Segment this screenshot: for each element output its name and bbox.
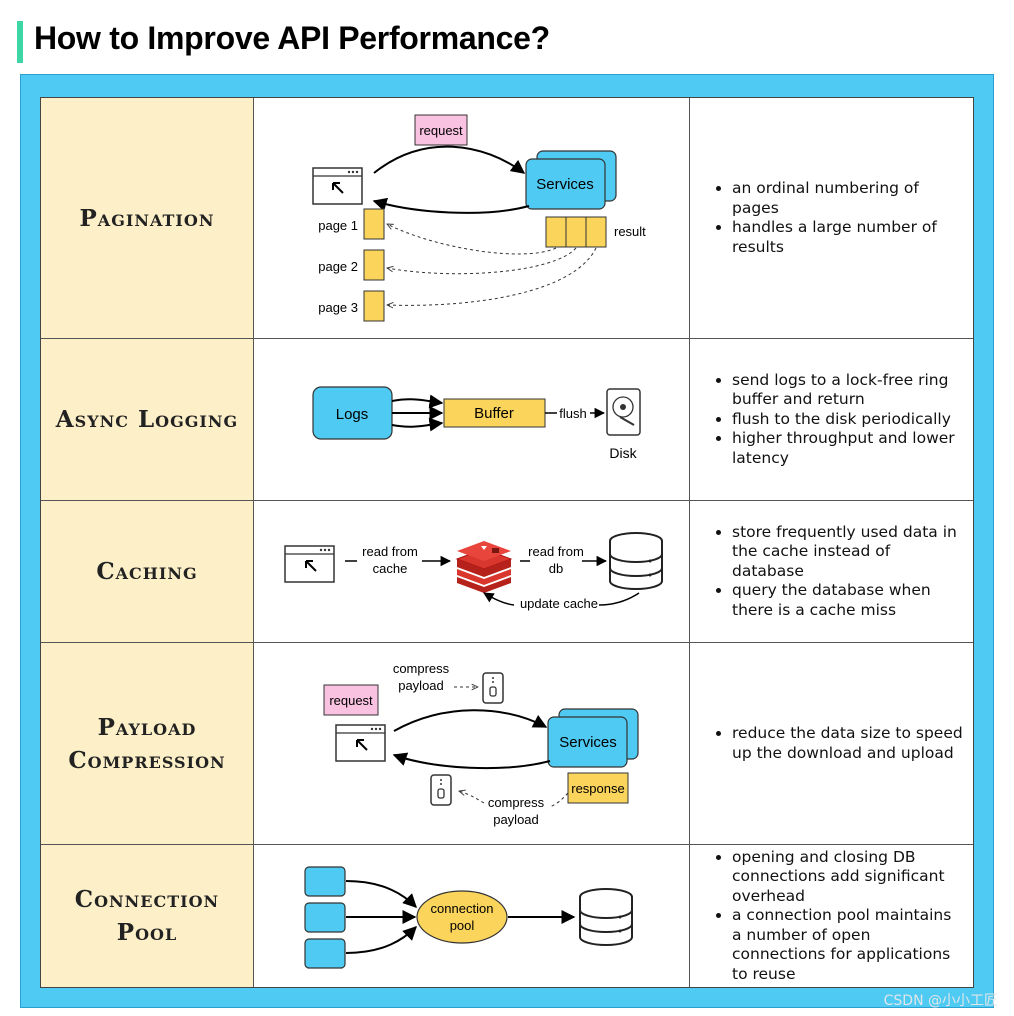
compress-label: compress (488, 795, 545, 810)
notes-cell: send logs to a lock-free ring buffer and… (690, 339, 973, 500)
pool-label: pool (450, 918, 475, 933)
technique-label: Async Logging (55, 406, 239, 433)
zip-file-icon (482, 672, 504, 704)
read-db-label: db (549, 561, 563, 576)
label-cell: Pagination (41, 98, 254, 338)
buffer-label: Buffer (474, 405, 514, 422)
response-arrow (372, 197, 530, 214)
result-label: result (614, 224, 646, 239)
row-payload-compression: Payload Compression compress payload req… (41, 643, 973, 845)
note-item: higher throughput and lower latency (732, 429, 965, 468)
note-item: an ordinal numbering of pages (732, 179, 965, 218)
redis-cache-icon (455, 541, 513, 593)
row-connection-pool: Connection Pool connection pool (41, 845, 973, 987)
pool-label: connection (431, 901, 494, 916)
response-label: response (571, 781, 624, 796)
database-icon (609, 532, 663, 590)
note-item: a connection pool maintains a number of … (732, 906, 965, 984)
services-label: Services (559, 734, 617, 751)
payload-label: payload (493, 812, 539, 827)
title-accent-bar (17, 21, 23, 63)
request-tag (323, 684, 379, 716)
label-cell: Caching (41, 501, 254, 642)
services-label: Services (536, 176, 594, 193)
label-cell: Connection Pool (41, 845, 254, 987)
read-cache-label: read from (362, 544, 418, 559)
note-item: store frequently used data in the cache … (732, 523, 965, 582)
services-stack-icon (525, 150, 617, 210)
payload-label: payload (398, 678, 444, 693)
request-label: request (329, 693, 373, 708)
logs-label: Logs (336, 406, 369, 423)
async-logging-diagram: Logs Buffer flush Disk (312, 386, 641, 461)
page-block (363, 208, 385, 240)
caching-diagram: read from cache read from db (284, 532, 663, 611)
request-tag (414, 114, 468, 146)
label-cell: Payload Compression (41, 643, 254, 844)
page-title: How to Improve API Performance? (34, 20, 550, 56)
diagram-cell: Logs Buffer flush Disk (254, 339, 690, 500)
update-cache-label: update cache (520, 596, 598, 611)
pagination-diagram: request Services result page 1 p (312, 114, 646, 322)
notes-list: store frequently used data in the cache … (690, 523, 973, 621)
technique-label: Pagination (79, 204, 215, 232)
row-pagination: Pagination request (41, 98, 973, 339)
watermark: CSDN @小小工匠 (883, 993, 998, 1009)
page-label: page 1 (318, 218, 358, 233)
read-db-label: read from (528, 544, 584, 559)
note-item: reduce the data size to speed up the dow… (732, 724, 965, 763)
page-label: page 3 (318, 300, 358, 315)
database-icon (579, 888, 633, 946)
result-blocks (545, 216, 607, 248)
page-label: page 2 (318, 259, 358, 274)
diagram-cell: request Services result page 1 p (254, 98, 690, 338)
request-label: request (419, 123, 463, 138)
client-box (304, 938, 346, 969)
notes-list: opening and closing DB connections add s… (690, 848, 973, 985)
browser-window-icon (312, 167, 363, 205)
services-stack-icon (547, 708, 639, 768)
zip-file-icon (430, 774, 452, 806)
payload-compression-diagram: compress payload request (323, 661, 639, 827)
page-block (363, 290, 385, 322)
notes-list: an ordinal numbering of pages handles a … (690, 179, 973, 257)
note-item: flush to the disk periodically (732, 410, 965, 430)
diagram-cell: connection pool (254, 845, 690, 987)
hard-disk-icon (606, 388, 641, 436)
client-box (304, 866, 346, 897)
technique-table: Pagination request (40, 97, 974, 988)
notes-cell: store frequently used data in the cache … (690, 501, 973, 642)
technique-label: Caching (96, 558, 198, 585)
diagram-cell: read from cache read from db (254, 501, 690, 642)
technique-label: Payload Compression (68, 713, 226, 774)
request-arrow (373, 145, 526, 174)
notes-cell: an ordinal numbering of pages handles a … (690, 98, 973, 338)
browser-window-icon (284, 545, 335, 583)
note-item: send logs to a lock-free ring buffer and… (732, 371, 965, 410)
notes-list: reduce the data size to speed up the dow… (690, 724, 973, 763)
connection-pool-node (416, 890, 508, 944)
compress-label: compress (393, 661, 450, 676)
label-cell: Async Logging (41, 339, 254, 500)
connection-pool-diagram: connection pool (304, 866, 633, 969)
row-caching: Caching read from cache (41, 501, 973, 643)
notes-cell: opening and closing DB connections add s… (690, 845, 973, 987)
note-item: handles a large number of results (732, 218, 965, 257)
note-item: query the database when there is a cache… (732, 581, 965, 620)
read-cache-label: cache (373, 561, 408, 576)
browser-window-icon (335, 724, 386, 762)
note-item: opening and closing DB connections add s… (732, 848, 965, 907)
flush-label: flush (559, 406, 586, 421)
disk-label: Disk (609, 445, 637, 461)
client-box (304, 902, 346, 933)
diagram-cell: compress payload request (254, 643, 690, 844)
notes-list: send logs to a lock-free ring buffer and… (690, 371, 973, 469)
technique-label: Connection Pool (74, 886, 220, 946)
page-block (363, 249, 385, 281)
row-async-logging: Async Logging Logs Buffer flush (41, 339, 973, 501)
notes-cell: reduce the data size to speed up the dow… (690, 643, 973, 844)
response-tag (567, 772, 629, 804)
buffer-box (443, 398, 546, 428)
